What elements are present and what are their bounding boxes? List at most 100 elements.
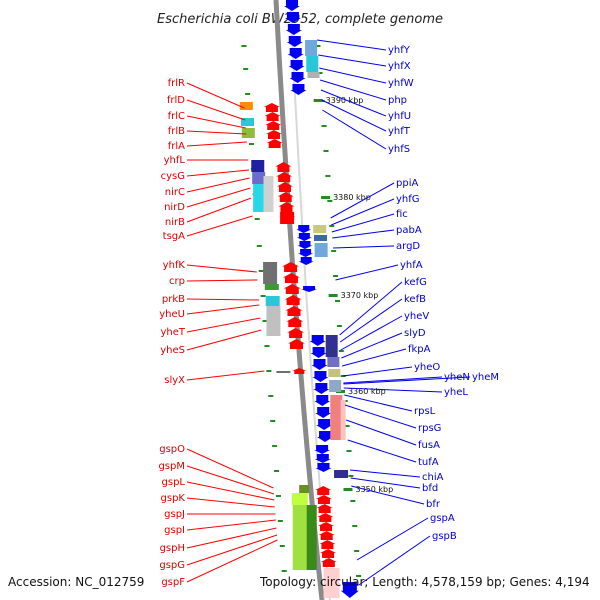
- gene-label-yheN: yheN: [444, 372, 470, 383]
- gene-label-yheV: yheV: [404, 311, 429, 322]
- scale-tick: [258, 270, 264, 272]
- gene-block: [325, 335, 338, 357]
- gene-block: [329, 380, 342, 392]
- accession-text: Accession: NC_012759: [8, 575, 144, 589]
- reverse-gene-arrow: [309, 335, 326, 346]
- scale-tick: [268, 395, 274, 397]
- label-connector: [186, 317, 261, 333]
- scale-label: 3380 kbp: [333, 193, 371, 202]
- gene-label-argD: argD: [396, 241, 420, 252]
- reverse-gene-arrow: [314, 395, 331, 406]
- gene-label-gspO: gspO: [159, 444, 185, 455]
- gene-label-gspH: gspH: [160, 543, 185, 554]
- reverse-gene-arrow: [316, 419, 333, 430]
- gene-block: [334, 470, 349, 478]
- scale-tick: [321, 125, 327, 127]
- label-connector: [186, 497, 275, 508]
- gene-block: [239, 102, 253, 110]
- gene-label-gspF: gspF: [161, 577, 185, 588]
- label-connector: [319, 79, 387, 101]
- gene-label-tsgA: tsgA: [163, 231, 185, 242]
- forward-gene-arrow: [315, 486, 332, 495]
- gene-block: [291, 493, 308, 505]
- scale-tick: [352, 525, 358, 527]
- forward-gene-arrow: [276, 172, 293, 182]
- label-connector: [186, 329, 262, 351]
- forward-gene-arrow: [263, 103, 280, 112]
- forward-gene-arrow: [282, 273, 300, 283]
- gene-block: [328, 369, 341, 377]
- scale-tick: [333, 275, 339, 277]
- label-connector: [186, 82, 245, 109]
- scale-tick: [331, 250, 337, 252]
- label-connector: [332, 229, 395, 239]
- scale-tick: [350, 500, 356, 502]
- label-connector: [330, 182, 395, 219]
- label-connector: [186, 264, 257, 273]
- scale-tick: [260, 295, 266, 297]
- topology-text: Topology: circular; Length: 4,578,159 bp…: [259, 575, 590, 589]
- reverse-gene-arrow: [340, 582, 359, 598]
- scale-tick: [266, 370, 272, 372]
- scale-tick: [277, 520, 283, 522]
- gene-block: [276, 371, 291, 373]
- gene-label-yheO: yheO: [414, 362, 440, 373]
- gene-label-yhfY: yhfY: [388, 45, 411, 56]
- gene-block: [266, 306, 281, 336]
- gene-label-slyD: slyD: [404, 328, 426, 339]
- label-connector: [321, 99, 387, 132]
- label-connector: [186, 448, 274, 489]
- scale-tick: [335, 300, 340, 302]
- scale-label: 3360 kbp: [348, 387, 386, 396]
- gene-label-tufA: tufA: [418, 457, 439, 468]
- scale-tick: [243, 68, 249, 70]
- forward-gene-arrow: [275, 162, 292, 172]
- gene-label-gspI: gspI: [164, 525, 185, 536]
- gene-block: [314, 243, 328, 257]
- gene-block: [313, 225, 327, 233]
- gene-label-php: php: [388, 95, 407, 106]
- scale-tick: [272, 445, 278, 447]
- forward-gene-arrow: [287, 328, 305, 338]
- forward-gene-arrow: [318, 522, 335, 531]
- reverse-gene-arrow: [289, 72, 306, 83]
- label-connector: [318, 54, 387, 67]
- gene-label-yheS: yheS: [160, 345, 185, 356]
- forward-gene-arrow: [318, 531, 335, 540]
- gene-block: [306, 56, 319, 72]
- label-connector: [186, 481, 275, 501]
- label-connector: [186, 197, 252, 223]
- forward-gene-arrow: [278, 202, 295, 212]
- forward-gene-arrow: [264, 112, 281, 121]
- scale-tick: [281, 570, 287, 572]
- gene-block: [264, 284, 279, 290]
- label-connector: [341, 332, 403, 359]
- gene-label-gspJ: gspJ: [164, 509, 185, 520]
- reverse-gene-arrow: [298, 257, 314, 265]
- gene-label-gspA: gspA: [430, 513, 455, 524]
- gene-label-yheL: yheL: [444, 387, 468, 398]
- forward-gene-arrow: [283, 284, 301, 294]
- label-connector: [346, 419, 417, 446]
- label-connector: [350, 477, 421, 489]
- gene-label-yhfK: yhfK: [163, 260, 186, 271]
- label-connector: [186, 169, 250, 177]
- label-connector: [331, 198, 395, 226]
- reverse-gene-arrow: [310, 347, 327, 358]
- forward-gene-arrow: [319, 540, 336, 549]
- forward-gene-arrow: [277, 192, 294, 202]
- gene-block: [306, 505, 317, 570]
- gene-block: [263, 176, 274, 212]
- forward-gene-arrow: [320, 549, 337, 558]
- label-connector: [344, 404, 417, 429]
- reverse-gene-arrow: [301, 286, 318, 292]
- forward-gene-arrow: [265, 130, 282, 139]
- gene-block: [327, 357, 340, 367]
- gene-label-pabA: pabA: [396, 225, 422, 236]
- forward-gene-arrow: [292, 368, 307, 374]
- gene-label-yhfG: yhfG: [396, 194, 420, 205]
- gene-labels: frlRfrlDfrlCfrlBfrlAyhfLcysGnirCnirDnirB…: [158, 45, 499, 588]
- gene-label-ppiA: ppiA: [396, 178, 418, 189]
- gene-block: [305, 40, 318, 56]
